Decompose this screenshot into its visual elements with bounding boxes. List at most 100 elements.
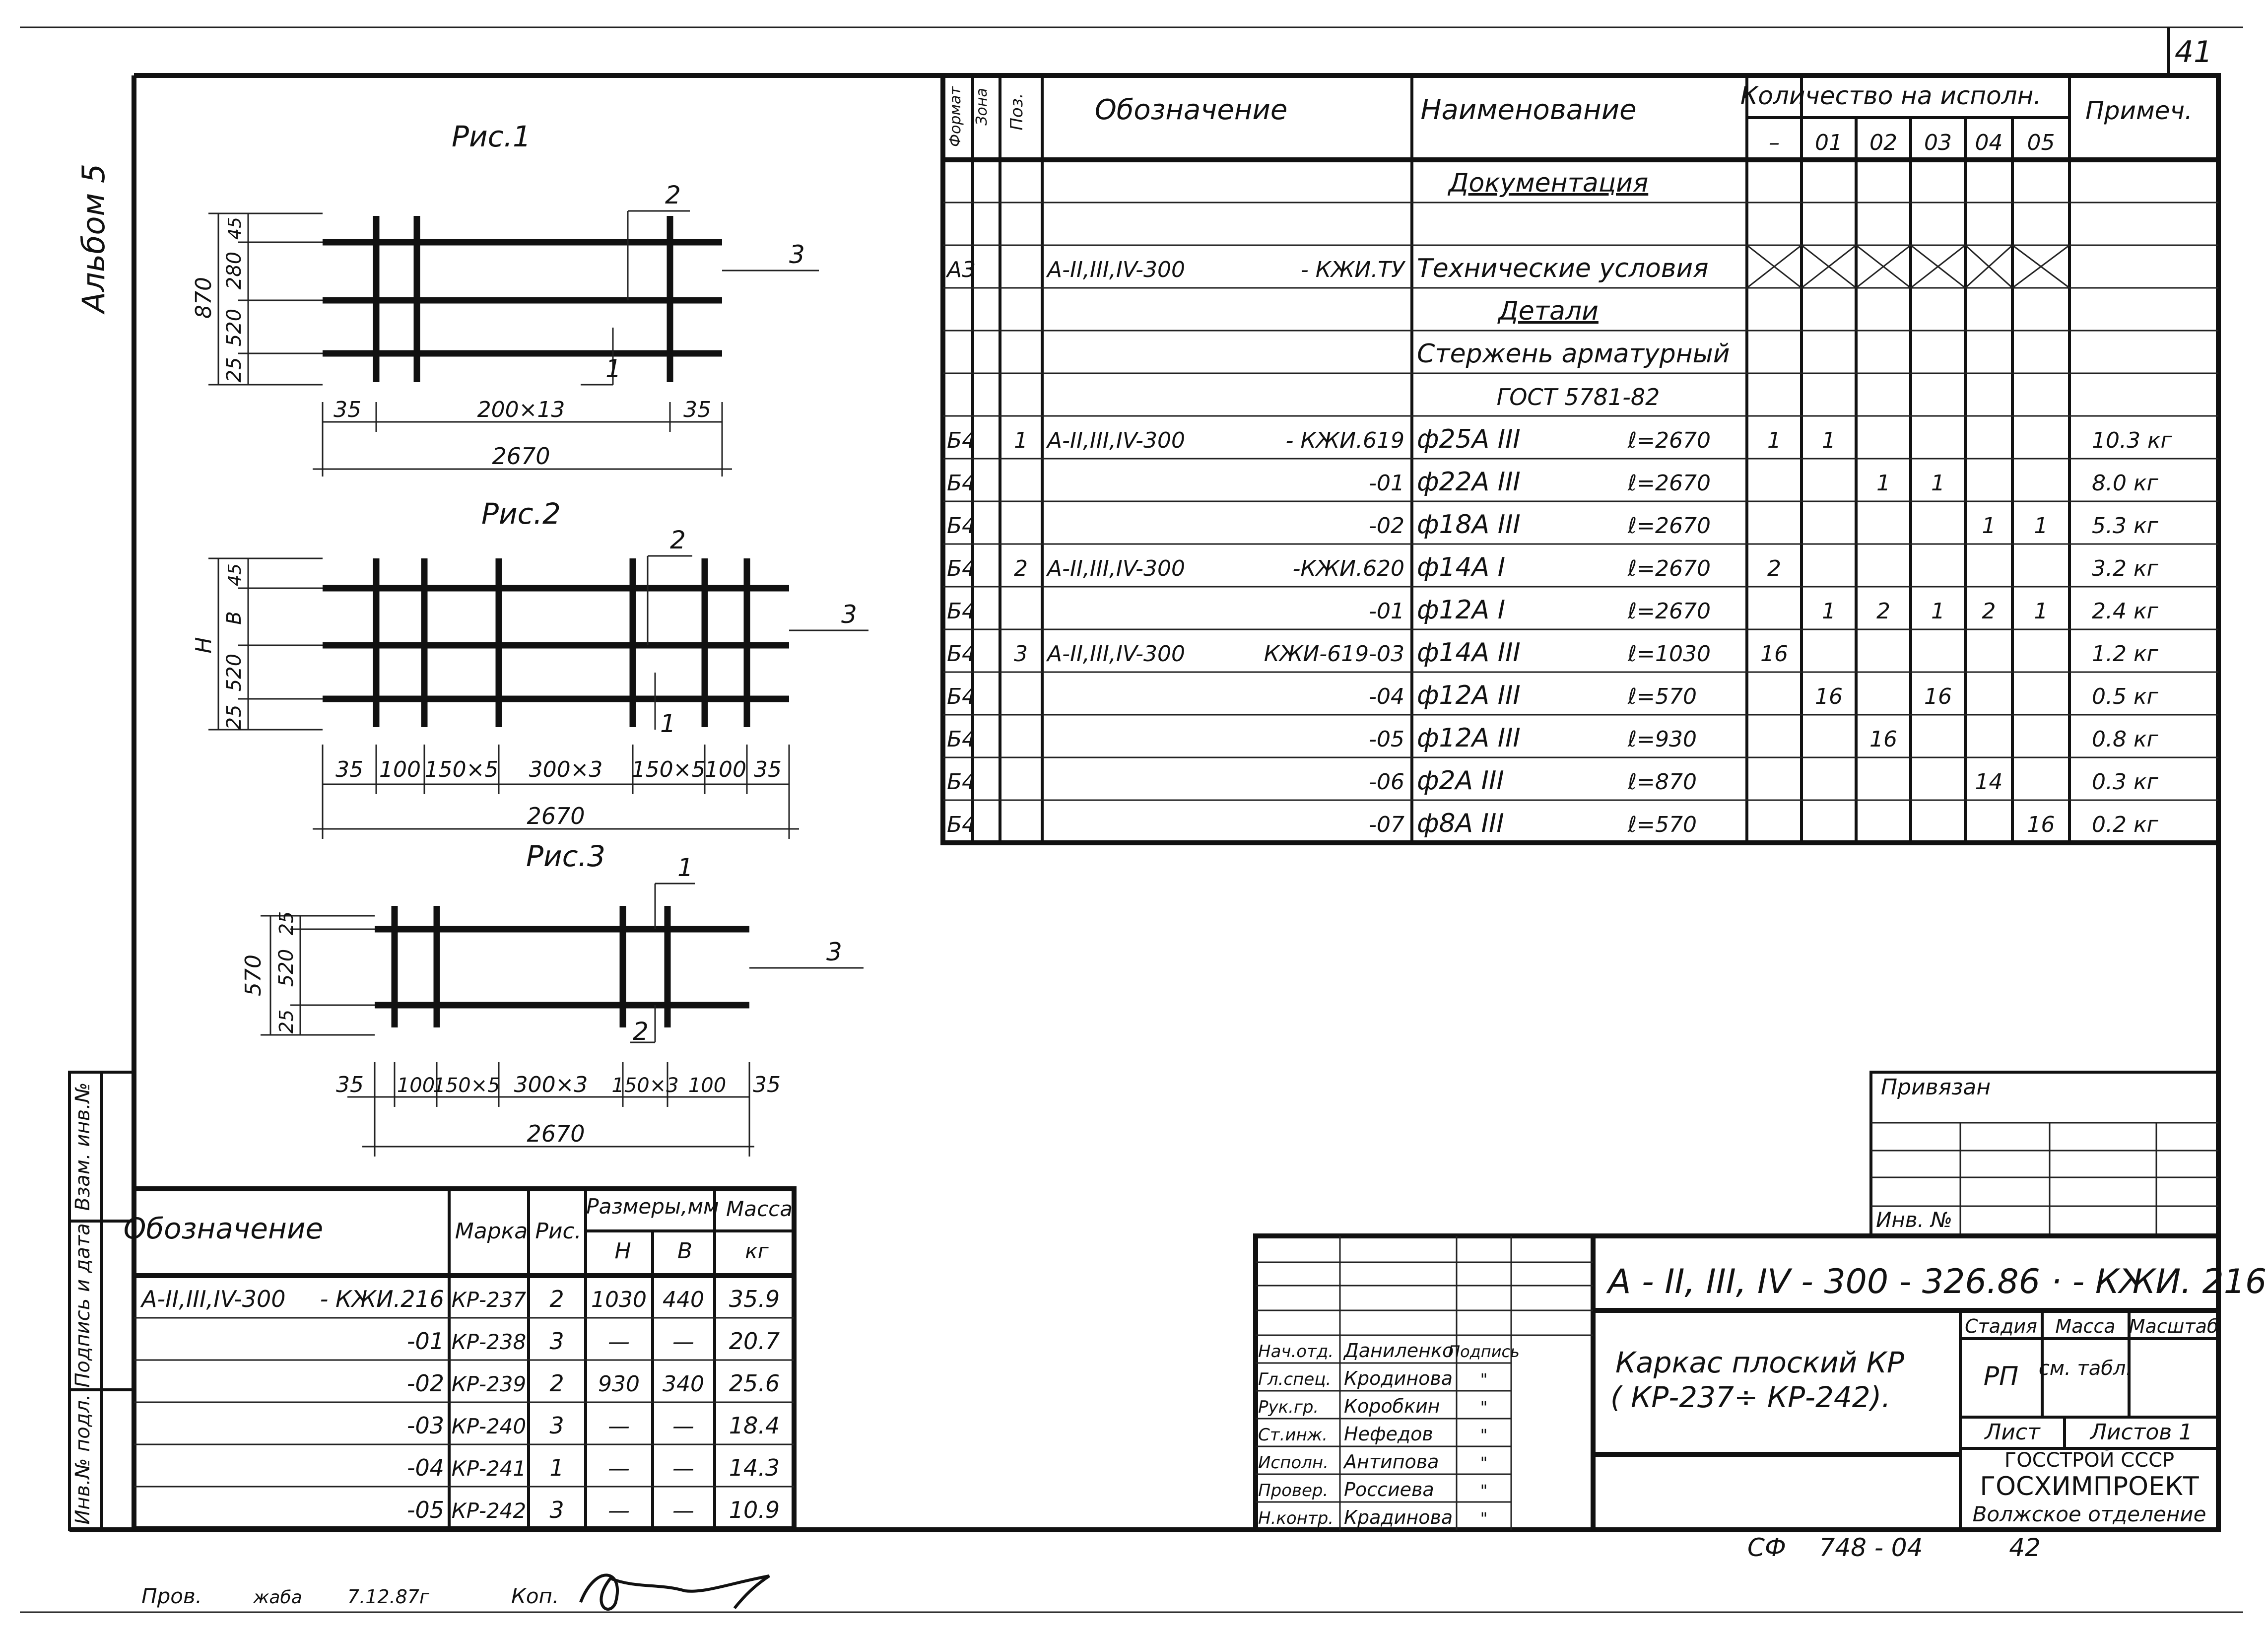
side-stamp-sign-date: Подпись и дата: [71, 1223, 94, 1387]
title-person-name: Кродинова: [1344, 1367, 1453, 1389]
spec-row-qty: 1: [1876, 471, 1890, 496]
title-mass-label: Масса: [2055, 1315, 2115, 1337]
spec-row-designation-right: -01: [1369, 599, 1404, 624]
spec-row-pos: 2: [1014, 556, 1028, 581]
footer-checked: Пров.: [141, 1584, 202, 1608]
spec-row-name: Стержень арматурный: [1417, 339, 1730, 369]
spec-row-name: ф12А I: [1417, 595, 1505, 625]
fig3-dim-total: 2670: [527, 1120, 585, 1147]
marks-row-mark: КР-239: [452, 1372, 526, 1396]
title-mass: см. табл.: [2039, 1357, 2132, 1380]
spec-row-name: ф14А III: [1417, 638, 1521, 668]
spec-qty-cross: [2012, 244, 2070, 289]
spec-header-pos: Поз.: [1007, 93, 1027, 130]
marks-header-b: В: [677, 1238, 692, 1264]
fig3-dim-100-left: 100: [397, 1074, 435, 1097]
marks-row-mark: КР-242: [452, 1499, 526, 1523]
marks-row-fig: 1: [549, 1454, 564, 1481]
title-person-name: Россиева: [1344, 1479, 1434, 1500]
title-person-name: Антипова: [1342, 1451, 1439, 1473]
fig3-dim-35-left: 35: [336, 1072, 364, 1097]
spec-row-qty: 1: [1822, 428, 1836, 453]
binding-inv-label: Инв. №: [1876, 1208, 1952, 1232]
marks-header-fig: Рис.: [535, 1219, 581, 1244]
spec-row-format: Б4: [947, 769, 976, 795]
fig2-dim-25: 25: [223, 705, 246, 730]
marks-row-fig: 2: [549, 1286, 564, 1312]
spec-row-qty: 16: [1815, 684, 1843, 709]
marks-row-designation-right: -05: [407, 1497, 444, 1523]
marks-row-mass: 20.7: [729, 1328, 780, 1355]
title-person-role: Исполн.: [1258, 1453, 1329, 1473]
spec-row-name: ГОСТ 5781-82: [1497, 384, 1660, 410]
title-person-name: Даниленко: [1343, 1340, 1454, 1362]
spec-row-note: 2.4 кг: [2092, 599, 2159, 624]
spec-row-section-heading: Документация: [1448, 168, 1648, 198]
fig2-dim-300x3: 300×3: [529, 757, 603, 782]
spec-row-length: ℓ=570: [1627, 812, 1697, 837]
marks-row-h: —: [608, 1329, 630, 1355]
side-stamp-orig-inv: Инв.№ подл.: [71, 1394, 94, 1524]
fig3-callout-2: 2: [633, 1017, 649, 1046]
spec-row-note: 0.5 кг: [2092, 684, 2159, 709]
spec-row-pos: 1: [1014, 428, 1028, 453]
fig2-callout-3: 3: [841, 600, 857, 629]
title-sheets-label: Листов 1: [2089, 1420, 2193, 1445]
spec-row-designation-right: -КЖИ.620: [1293, 556, 1404, 581]
title-org3: Волжское отделение: [1973, 1502, 2206, 1526]
marks-row-mark: КР-241: [452, 1456, 526, 1481]
spec-row-qty: 1: [1931, 599, 1945, 624]
copy-number: 748 - 04: [1819, 1533, 1923, 1562]
spec-row-designation-right: -04: [1369, 684, 1404, 709]
spec-qty-col-header: 03: [1924, 130, 1952, 155]
spec-row-designation-right: -07: [1369, 812, 1404, 837]
copy-code: СФ: [1747, 1533, 1786, 1562]
fig1-dim-280: 280: [223, 252, 246, 289]
spec-row-name: ф22А III: [1417, 467, 1521, 497]
spec-row-format: Б4: [947, 513, 976, 539]
spec-row-qty: 1: [1767, 428, 1781, 453]
fig3-callout-1: 1: [677, 853, 693, 882]
marks-row-h: —: [608, 1456, 630, 1481]
marks-header-mass-unit: кг: [745, 1239, 769, 1263]
spec-row-note: 10.3 кг: [2092, 428, 2173, 453]
album-label: Альбом 5: [75, 164, 112, 315]
fig2-dim-520: 520: [223, 654, 246, 691]
fig2-callout-2: 2: [670, 526, 686, 554]
spec-row-name: ф12А III: [1417, 681, 1521, 710]
copier-signature: [579, 1573, 770, 1611]
spec-header-note: Примеч.: [2085, 96, 2193, 125]
fig1-dim-25: 25: [223, 357, 246, 383]
spec-header-name: Наименование: [1420, 94, 1636, 126]
spec-qty-col-header: 02: [1869, 130, 1897, 155]
fig3-callout-3: 3: [826, 938, 842, 966]
spec-row-note: 5.3 кг: [2092, 513, 2159, 539]
spec-row-format: Б4: [947, 599, 976, 624]
fig3-dim-300x3: 300×3: [514, 1072, 588, 1097]
title-stage: РП: [1984, 1362, 2018, 1391]
title-person-role: Нач.отд.: [1258, 1342, 1334, 1362]
copy-sheet: 42: [2009, 1533, 2041, 1562]
spec-row-designation-right: - КЖИ.ТУ: [1301, 257, 1406, 282]
spec-qty-cross: [1746, 244, 1802, 289]
spec-qty-col-header: –: [1769, 130, 1780, 155]
figure-1: Рис.1: [208, 120, 819, 477]
title-person-sign: ": [1480, 1398, 1488, 1417]
marks-row-mass: 25.6: [729, 1370, 780, 1397]
spec-row-name: Технические условия: [1417, 254, 1709, 283]
spec-header-format: Формат: [947, 86, 964, 147]
marks-row-h: —: [608, 1498, 630, 1523]
fig2-dim-100-left: 100: [379, 757, 421, 782]
spec-row-qty: 16: [2027, 812, 2055, 837]
spec-row-qty: 2: [1767, 556, 1781, 581]
title-person-sign: ": [1480, 1481, 1488, 1500]
spec-row-note: 3.2 кг: [2092, 556, 2159, 581]
spec-row-qty: 1: [1982, 513, 1996, 539]
spec-row-qty: 2: [1982, 599, 1996, 624]
spec-row-length: ℓ=2670: [1627, 428, 1711, 453]
fig1-dim-35-right: 35: [683, 397, 711, 422]
title-person-sign: Подпись: [1448, 1342, 1520, 1361]
marks-row-designation-left: А-II,III,IV-300: [140, 1286, 286, 1312]
spec-row-section-heading: Детали: [1497, 296, 1599, 326]
spec-row-designation-right: -02: [1369, 513, 1404, 539]
